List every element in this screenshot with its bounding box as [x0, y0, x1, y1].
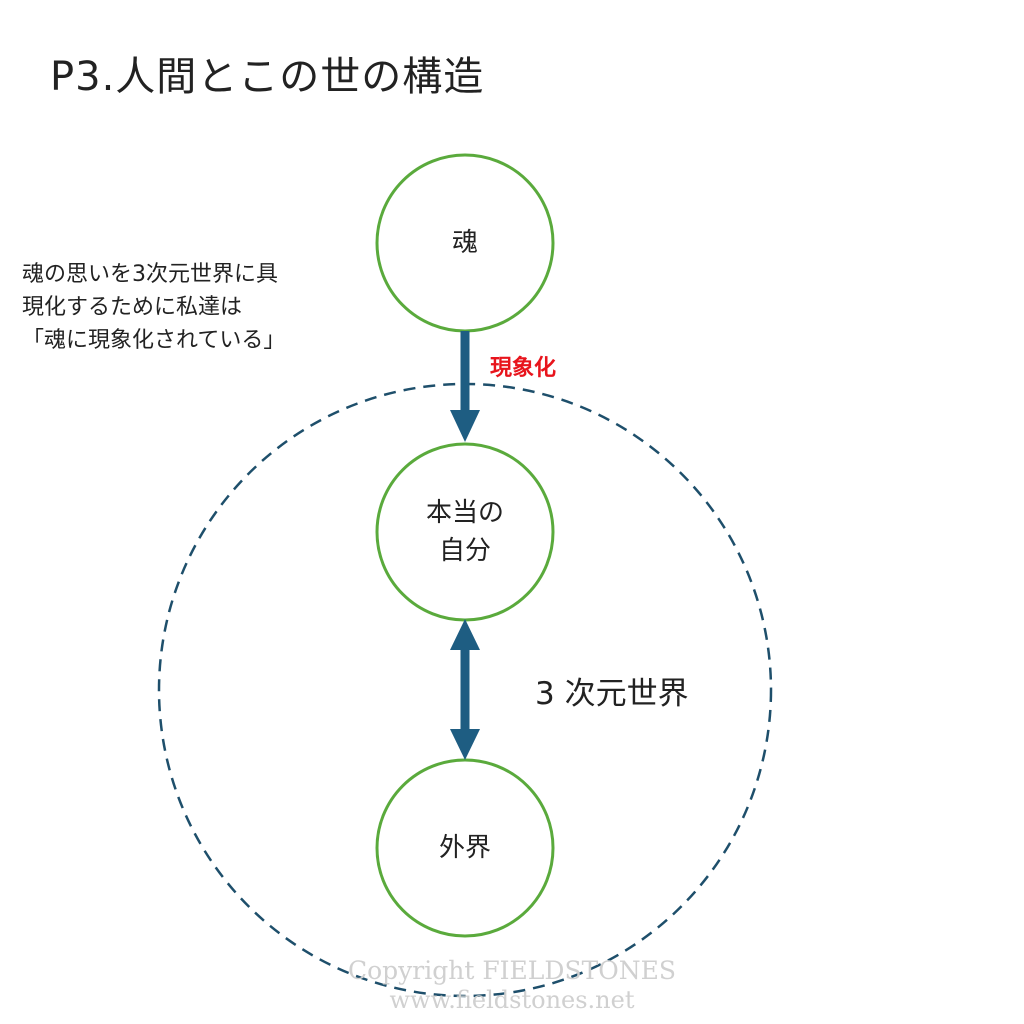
manifestation-arrow — [450, 331, 480, 442]
website-watermark: www.fieldstones.net — [389, 986, 635, 1014]
note-line: 現化するために私達は — [22, 295, 243, 320]
three-dimensional-world-label: 3 次元世界 — [535, 676, 689, 712]
outer-world-node-label: 外界 — [438, 833, 491, 863]
true-self-label-line: 自分 — [438, 536, 491, 566]
note-line: 「魂に現象化されている」 — [22, 328, 286, 353]
manifestation-label: 現象化 — [490, 356, 557, 381]
explanation-note: 魂の思いを3次元世界に具 現化するために私達は 「魂に現象化されている」 — [22, 258, 382, 357]
true-self-label-line: 本当の — [425, 498, 504, 528]
true-self-node-label: 本当の 自分 — [375, 494, 555, 570]
interaction-double-arrow — [450, 619, 480, 760]
page-title: P3.人間とこの世の構造 — [50, 54, 485, 100]
copyright-watermark: Copyright FIELDSTONES — [347, 956, 676, 985]
note-line: 魂の思いを3次元世界に具 — [22, 262, 278, 287]
soul-node-label: 魂 — [451, 228, 478, 258]
